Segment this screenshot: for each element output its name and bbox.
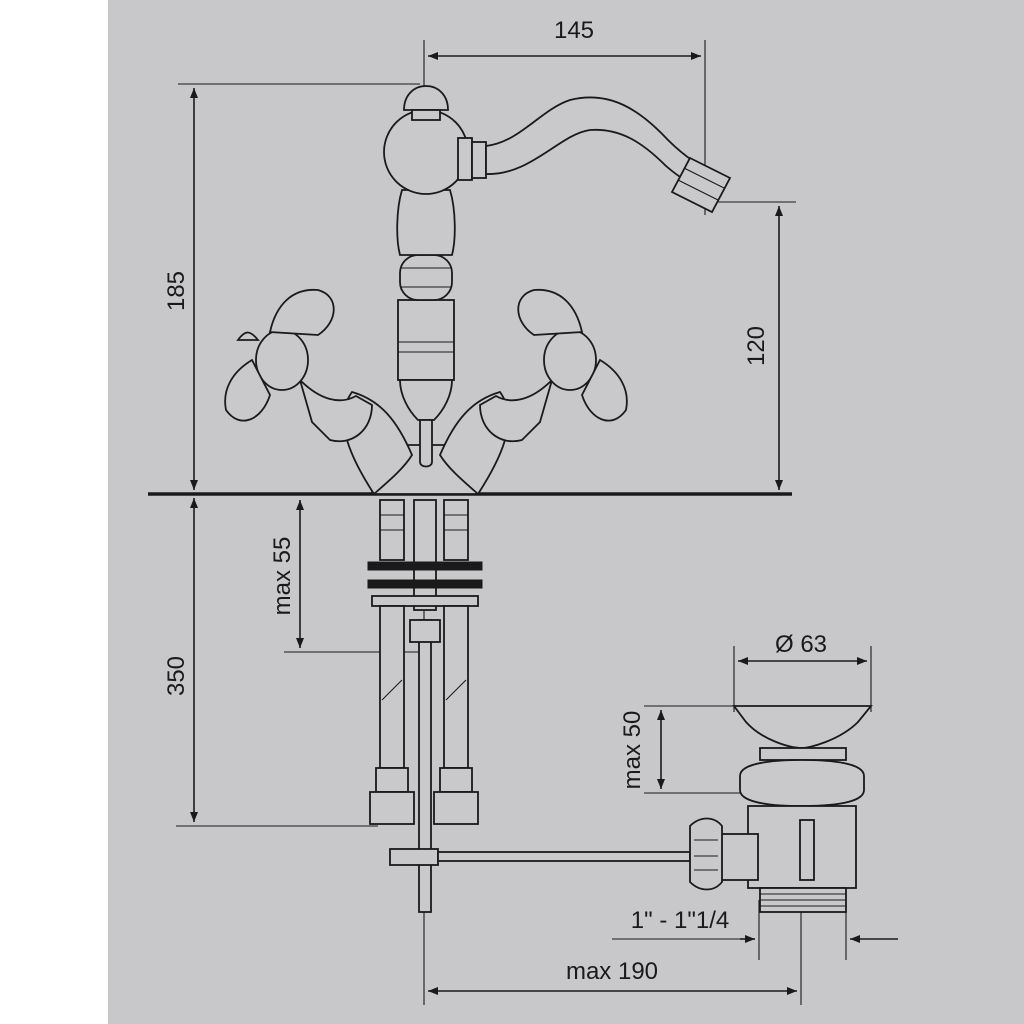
dim-label-waste-thread: 1" - 1"1/4 [631,907,729,934]
drawing-panel [108,0,1024,1024]
dimension-hose-length: 350 [163,498,378,827]
dim-label-deck-thickness: max 55 [269,537,296,616]
dim-label-rod-reach: max 190 [566,958,658,985]
dimension-waste-thread: 1" - 1"1/4 [612,900,898,960]
dim-label-waste-height: max 50 [619,711,646,790]
waste-assembly [689,705,873,913]
right-cross-handle[interactable] [479,289,628,443]
dimension-spout-reach: 145 [423,17,706,215]
dimension-deck-thickness: max 55 [269,500,420,653]
dim-label-waste-diameter: Ø 63 [775,631,827,658]
under-deck-assembly [367,499,691,913]
dimension-waste-diameter: Ø 63 [733,631,872,712]
dim-label-spout-reach: 145 [554,17,594,44]
dimension-total-height: 185 [163,83,420,490]
left-cross-handle[interactable] [224,289,373,443]
dimension-spout-height: 120 [705,201,796,490]
faucet-spout [457,96,732,214]
dim-label-spout-height: 120 [743,326,770,366]
dim-label-total-height: 185 [163,271,190,311]
dimension-waste-height: max 50 [619,705,744,794]
dim-label-hose-length: 350 [163,656,190,696]
